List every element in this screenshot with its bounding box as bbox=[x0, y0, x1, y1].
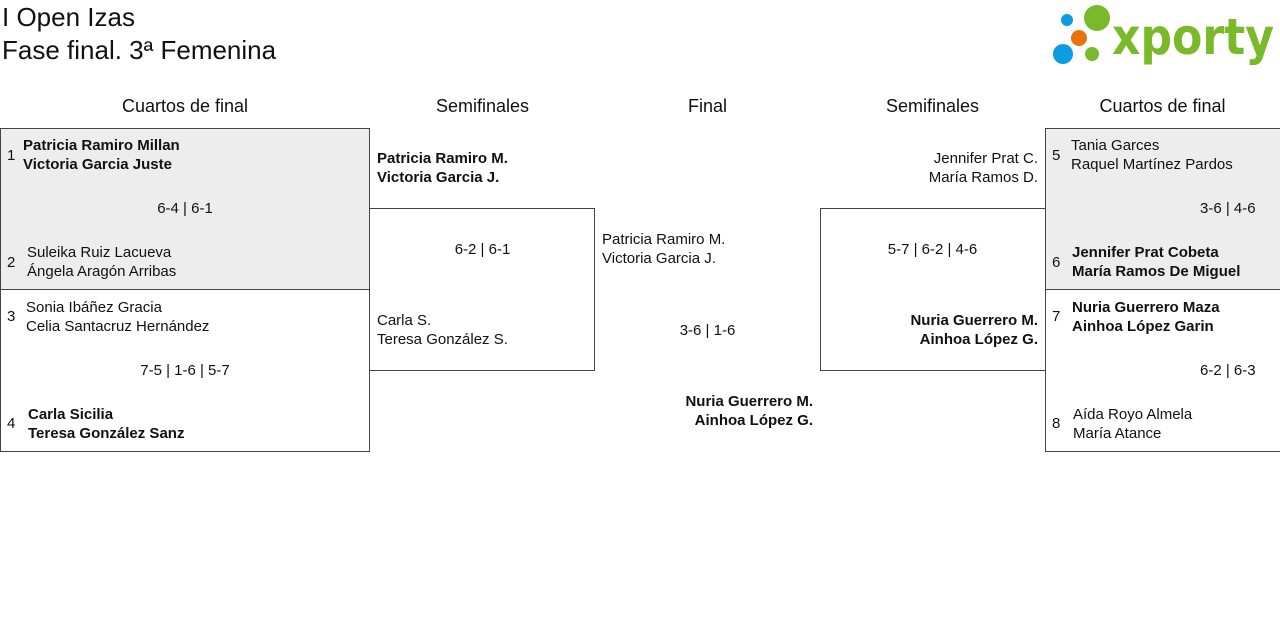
player-name: Patricia Ramiro M. bbox=[377, 150, 508, 167]
match-score: 6-4 | 6-1 bbox=[157, 200, 213, 217]
seed-number: 4 bbox=[7, 415, 16, 432]
tournament-title: I Open Izas bbox=[2, 2, 135, 32]
column-header-final: Final bbox=[687, 96, 727, 116]
team-name[interactable]: Patricia Ramiro M. Victoria Garcia J. bbox=[602, 230, 725, 268]
player-name: Nuria Guerrero Maza bbox=[1072, 299, 1220, 316]
player-name: Ainhoa López G. bbox=[694, 412, 813, 429]
match-qf4[interactable] bbox=[1045, 289, 1280, 452]
match-score: 3-6 | 4-6 bbox=[1200, 200, 1256, 217]
player-name: Jennifer Prat C. bbox=[933, 150, 1038, 167]
player-name: Victoria Garcia Juste bbox=[23, 156, 172, 173]
player-name: María Atance bbox=[1073, 425, 1162, 442]
team-name[interactable]: Carla S. Teresa González S. bbox=[377, 311, 508, 349]
team-name[interactable]: Nuria Guerrero M. Ainhoa López G. bbox=[685, 392, 813, 430]
column-header-qf-right: Cuartos de final bbox=[1099, 96, 1226, 116]
player-name: Patricia Ramiro M. bbox=[602, 231, 726, 248]
player-name: Teresa González Sanz bbox=[28, 425, 185, 442]
seed-number: 2 bbox=[7, 254, 16, 271]
match-score: 6-2 | 6-1 bbox=[454, 241, 511, 258]
seed-number: 1 bbox=[7, 147, 16, 164]
seed-number: 7 bbox=[1052, 308, 1061, 325]
player-name: Ainhoa López G. bbox=[919, 331, 1038, 348]
player-name: María Ramos D. bbox=[928, 169, 1038, 186]
match-score: 6-2 | 6-3 bbox=[1200, 362, 1256, 379]
match-score: 5-7 | 6-2 | 4-6 bbox=[887, 241, 978, 258]
player-name: Jennifer Prat Cobeta bbox=[1072, 244, 1219, 261]
seed-number: 8 bbox=[1052, 415, 1061, 432]
player-name: Patricia Ramiro Millan bbox=[23, 137, 180, 154]
seed-number: 5 bbox=[1052, 147, 1061, 164]
player-name: Victoria Garcia J. bbox=[377, 169, 500, 186]
player-name: Nuria Guerrero M. bbox=[910, 312, 1038, 329]
player-name: Teresa González S. bbox=[377, 331, 508, 348]
match-sf1[interactable] bbox=[369, 208, 595, 371]
match-score: 7-5 | 1-6 | 5-7 bbox=[140, 362, 230, 379]
svg-text:xporty: xporty bbox=[1112, 8, 1274, 66]
player-name: Victoria Garcia J. bbox=[602, 250, 716, 267]
match-qf1[interactable] bbox=[0, 128, 370, 290]
team-name[interactable]: Jennifer Prat C. María Ramos D. bbox=[929, 149, 1038, 187]
player-name: Ainhoa López Garin bbox=[1072, 318, 1214, 335]
xporty-logo: xporty bbox=[1052, 4, 1277, 66]
player-name: Raquel Martínez Pardos bbox=[1071, 156, 1233, 173]
player-name: Suleika Ruiz Lacueva bbox=[27, 244, 172, 261]
player-name: Nuria Guerrero M. bbox=[685, 393, 813, 410]
column-header-qf-left: Cuartos de final bbox=[121, 96, 249, 116]
team-name[interactable]: Nuria Guerrero M. Ainhoa López G. bbox=[910, 311, 1038, 349]
player-name: María Ramos De Miguel bbox=[1072, 263, 1241, 280]
seed-number: 6 bbox=[1052, 254, 1061, 271]
column-header-sf-left: Semifinales bbox=[435, 96, 530, 116]
seed-number: 3 bbox=[7, 308, 16, 325]
player-name: Carla S. bbox=[377, 312, 432, 329]
phase-title: Fase final. 3ª Femenina bbox=[2, 35, 277, 65]
player-name: Celia Santacruz Hernández bbox=[26, 318, 210, 335]
match-qf3[interactable] bbox=[1045, 128, 1280, 290]
player-name: Ángela Aragón Arribas bbox=[27, 263, 177, 280]
column-header-sf-right: Semifinales bbox=[885, 96, 980, 116]
player-name: Aída Royo Almela bbox=[1073, 406, 1193, 423]
player-name: Sonia Ibáñez Gracia bbox=[26, 299, 162, 316]
player-name: Carla Sicilia bbox=[28, 406, 114, 423]
team-name[interactable]: Patricia Ramiro M. Victoria Garcia J. bbox=[377, 149, 508, 187]
match-score: 3-6 | 1-6 bbox=[679, 322, 736, 339]
player-name: Tania Garces bbox=[1071, 137, 1160, 154]
